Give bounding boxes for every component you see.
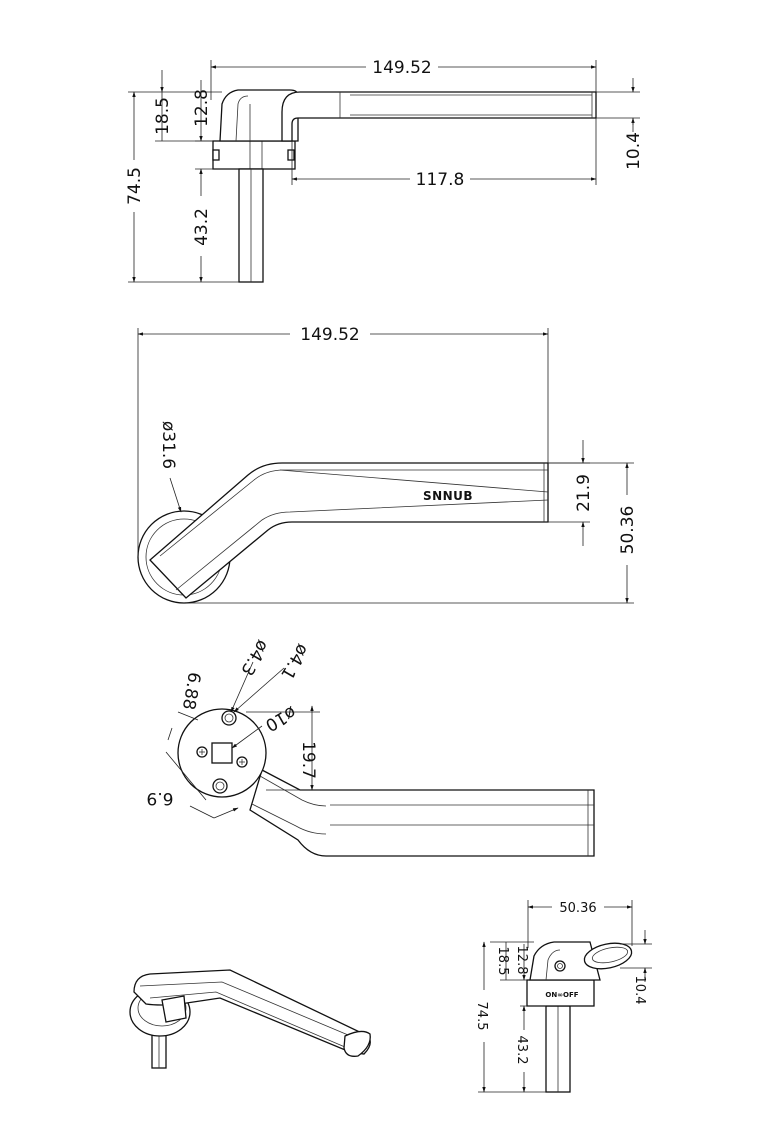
top-collar-offset: 18.5 (153, 97, 173, 135)
base-offset: 19.7 (298, 741, 318, 779)
top-lever-reach: 117.8 (416, 170, 465, 190)
base-hole-spacing-a: 6.88 (178, 670, 204, 711)
side-head (529, 941, 601, 981)
front-rose-diameter: ø31.6 (158, 421, 178, 469)
front-lever-width: 21.9 (574, 474, 594, 512)
top-spindle-length: 43.2 (192, 208, 212, 246)
top-overall-length: 149.52 (372, 58, 431, 78)
top-lever-thickness: 10.4 (624, 132, 644, 170)
base-screw-hole-bottom (212, 778, 228, 794)
isometric-view (129, 969, 371, 1069)
side-spindle-length: 43.2 (514, 1036, 529, 1065)
front-view: SNNUB 149.52 ø31.6 21.9 50.36 (137, 325, 638, 604)
base-hole-diameter-b: ø4.1 (276, 640, 312, 682)
base-view: ø4.3 ø4.1 ø10 6.88 6.9 19.7 (146, 636, 595, 857)
side-switch-label: ON∞OFF (545, 991, 578, 999)
side-view: ON∞OFF 50.36 10.4 12.8 18.5 (474, 900, 652, 1093)
front-overall-depth: 50.36 (618, 506, 638, 555)
side-lever-end (583, 942, 633, 970)
base-spindle-hole (211, 742, 233, 764)
base-screw-hole-top (221, 710, 237, 726)
front-overall-length: 149.52 (300, 325, 359, 345)
top-lever (281, 91, 597, 142)
base-spindle-diameter: ø10 (262, 702, 300, 735)
front-lever (149, 462, 549, 599)
front-brand-logo: SNNUB (423, 489, 473, 503)
side-lever-thickness: 10.4 (632, 976, 647, 1005)
side-depth: 50.36 (559, 901, 596, 916)
base-lever (249, 769, 595, 857)
side-total-height: 74.5 (474, 1002, 489, 1031)
top-lever-height: 12.8 (192, 89, 212, 127)
base-hole-diameter-a: ø4.3 (236, 636, 272, 678)
side-lever-height: 12.8 (514, 946, 529, 975)
top-collar (212, 140, 296, 170)
top-view: 149.52 117.8 10.4 74.5 18.5 12.8 43 (125, 58, 644, 283)
side-collar-offset: 18.5 (495, 947, 510, 976)
base-hole-spacing-b: 6.9 (146, 788, 173, 808)
top-total-height: 74.5 (125, 167, 145, 205)
